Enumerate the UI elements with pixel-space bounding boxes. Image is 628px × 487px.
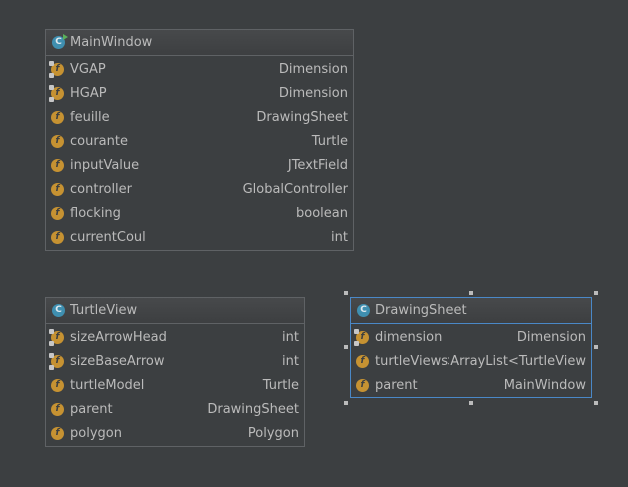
field-list: f dimension Dimension f turtleViews Arra… [351,324,591,397]
class-icon: C [357,304,370,317]
field-row[interactable]: f polygon Polygon [46,421,304,445]
field-type: JTextField [287,157,348,173]
field-type: Turtle [311,133,348,149]
field-type: int [282,353,299,369]
resize-handle-top-left[interactable] [344,291,348,295]
field-name: polygon [70,425,122,441]
field-type: Dimension [278,85,348,101]
class-name: TurtleView [70,303,138,318]
resize-handle-left[interactable] [344,345,348,349]
class-runnable-icon: C [52,34,68,49]
field-row[interactable]: f currentCoul int [46,225,353,249]
field-name: parent [375,377,418,393]
field-type: Dimension [278,61,348,77]
static-field-icon: f [49,60,64,78]
field-row[interactable]: f inputValue JTextField [46,153,353,177]
field-row[interactable]: f parent DrawingSheet [46,397,304,421]
static-field-icon: f [354,328,369,346]
field-row[interactable]: f parent MainWindow [351,373,591,397]
field-row[interactable]: f feuille DrawingSheet [46,105,353,129]
field-name: currentCoul [70,229,146,245]
field-name: feuille [70,109,110,125]
field-row[interactable]: f VGAP Dimension [46,57,353,81]
class-name: DrawingSheet [375,303,467,318]
field-name: inputValue [70,157,140,173]
field-type: Polygon [247,425,299,441]
class-header[interactable]: C TurtleView [46,298,304,324]
field-row[interactable]: f turtleModel Turtle [46,373,304,397]
resize-handle-top-right[interactable] [594,291,598,295]
field-type: Turtle [262,377,299,393]
class-header[interactable]: C DrawingSheet [351,298,591,324]
field-icon: f [51,110,64,124]
field-icon: f [356,354,369,368]
field-name: turtleModel [70,377,145,393]
field-type: boolean [296,205,348,221]
field-name: sizeBaseArrow [70,353,165,369]
field-name: controller [70,181,133,197]
resize-handle-bottom-right[interactable] [594,401,598,405]
class-name: MainWindow [70,35,153,50]
class-turtleview[interactable]: C TurtleView f sizeArrowHead int f sizeB… [45,297,305,447]
field-icon: f [51,402,64,416]
field-name: sizeArrowHead [70,329,167,345]
class-mainwindow[interactable]: C MainWindow f VGAP Dimension f HGAP Dim… [45,29,354,251]
class-header[interactable]: C MainWindow [46,30,353,56]
field-name: flocking [70,205,121,221]
class-drawingsheet[interactable]: C DrawingSheet f dimension Dimension f t… [350,297,592,398]
field-type: MainWindow [503,377,586,393]
field-name: turtleViews [375,353,449,369]
field-icon: f [51,182,64,196]
field-icon: f [356,378,369,392]
field-icon: f [51,378,64,392]
field-type: int [331,229,348,245]
field-name: VGAP [70,61,106,77]
field-type: DrawingSheet [207,401,299,417]
field-name: HGAP [70,85,107,101]
field-list: f VGAP Dimension f HGAP Dimension f feui… [46,56,353,249]
resize-handle-top[interactable] [469,291,473,295]
field-type: Dimension [516,329,586,345]
field-row[interactable]: f controller GlobalController [46,177,353,201]
field-icon: f [51,230,64,244]
field-icon: f [51,158,64,172]
field-icon: f [51,134,64,148]
field-row[interactable]: f HGAP Dimension [46,81,353,105]
field-name: parent [70,401,113,417]
class-icon: C [52,304,65,317]
field-row[interactable]: f flocking boolean [46,201,353,225]
resize-handle-right[interactable] [594,345,598,349]
field-row[interactable]: f sizeArrowHead int [46,325,304,349]
static-field-icon: f [49,328,64,346]
field-row[interactable]: f courante Turtle [46,129,353,153]
field-type: ArrayList<TurtleView> [448,353,586,369]
resize-handle-bottom[interactable] [469,401,473,405]
static-field-icon: f [49,352,64,370]
field-type: GlobalController [242,181,348,197]
field-type: int [282,329,299,345]
field-type: DrawingSheet [256,109,348,125]
field-name: courante [70,133,128,149]
field-icon: f [51,426,64,440]
static-field-icon: f [49,84,64,102]
field-icon: f [51,206,64,220]
field-row[interactable]: f dimension Dimension [351,325,591,349]
field-name: dimension [375,329,443,345]
field-list: f sizeArrowHead int f sizeBaseArrow int … [46,324,304,445]
field-row[interactable]: f sizeBaseArrow int [46,349,304,373]
field-row[interactable]: f turtleViews ArrayList<TurtleView> [351,349,591,373]
resize-handle-bottom-left[interactable] [344,401,348,405]
